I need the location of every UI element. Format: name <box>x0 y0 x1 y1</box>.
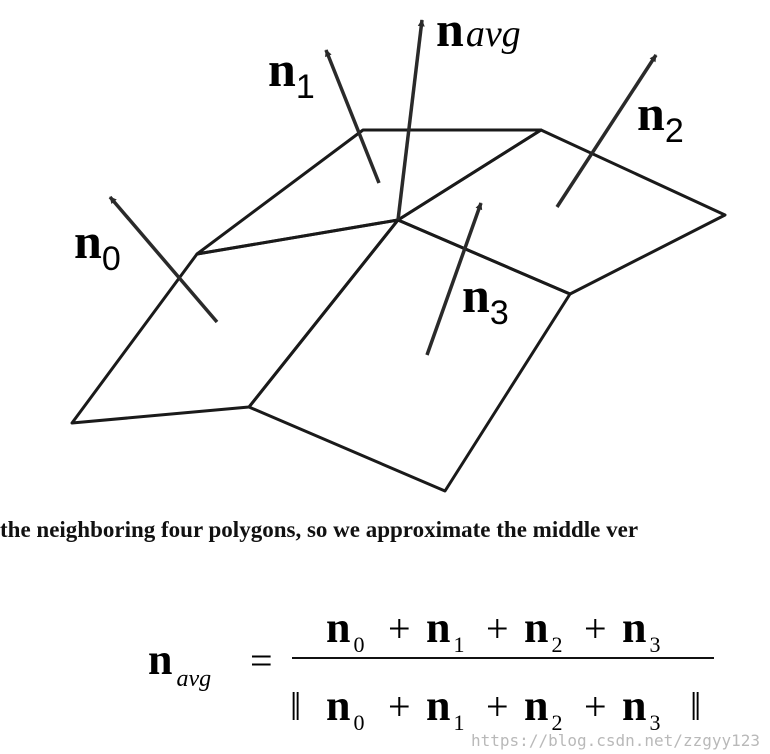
polygon-top-right <box>396 128 727 296</box>
polygon-normals-diagram: n0 n1 navg n2 n3 <box>70 1 727 493</box>
normal-arrow-n2 <box>555 54 658 208</box>
formula-plus: + <box>486 684 509 729</box>
polygon-bottom-left <box>70 218 400 425</box>
formula-plus: + <box>584 606 607 651</box>
normal-arrow-n0 <box>108 195 219 324</box>
label-n3: n3 <box>462 267 509 332</box>
caption-text: the neighboring four polygons, so we app… <box>0 517 639 542</box>
label-navg: navg <box>436 1 521 57</box>
formula-plus: + <box>388 606 411 651</box>
polygon-bottom-right <box>247 218 572 493</box>
formula-plus: + <box>388 684 411 729</box>
formula-plus: + <box>486 606 509 651</box>
normal-arrow-n3 <box>425 202 483 356</box>
normal-arrow-navg <box>396 19 425 221</box>
polygon-top-left <box>195 128 543 256</box>
normal-arrow-n1 <box>324 49 381 184</box>
label-n2: n2 <box>637 85 684 150</box>
label-n0: n0 <box>74 213 121 278</box>
norm-bar-left: ‖ <box>290 684 301 729</box>
formula-equals: = <box>250 638 273 683</box>
norm-bar-right: ‖ <box>690 684 701 729</box>
label-n1: n1 <box>268 41 315 106</box>
watermark-url: https://blog.csdn.net/zzgyy123 <box>471 731 760 750</box>
formula-plus: + <box>584 684 607 729</box>
